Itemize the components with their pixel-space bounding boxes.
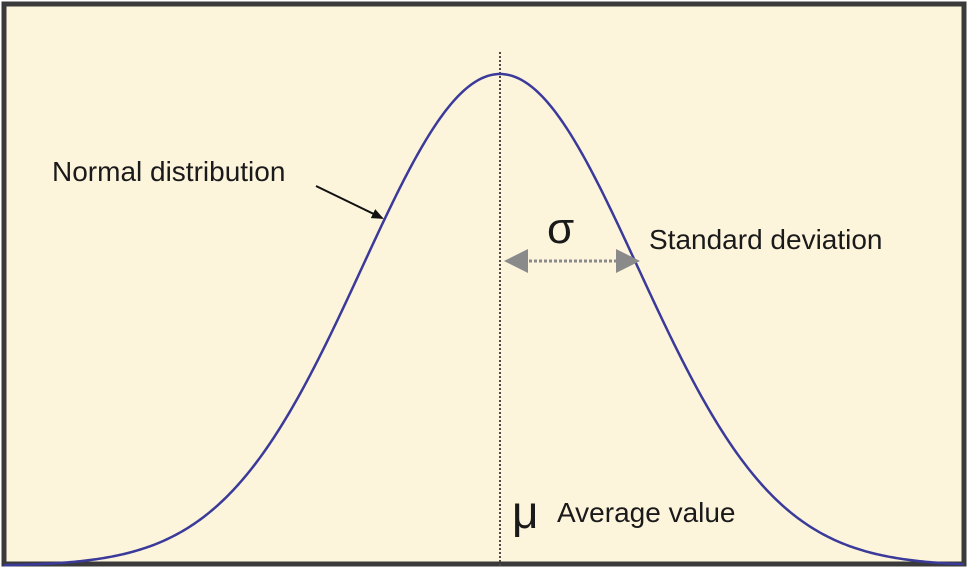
sigma-symbol: σ — [547, 204, 574, 253]
sigma-label: Standard deviation — [649, 224, 883, 255]
sigma-arrow — [504, 249, 640, 273]
sigma-arrow-right-head — [616, 249, 640, 273]
curve-label: Normal distribution — [52, 156, 285, 187]
mu-symbol: μ — [512, 486, 539, 538]
mu-label: Average value — [557, 497, 736, 528]
sigma-arrow-left-head — [504, 249, 528, 273]
curve-pointer-arrow — [315, 185, 384, 219]
normal-curve — [3, 72, 965, 567]
